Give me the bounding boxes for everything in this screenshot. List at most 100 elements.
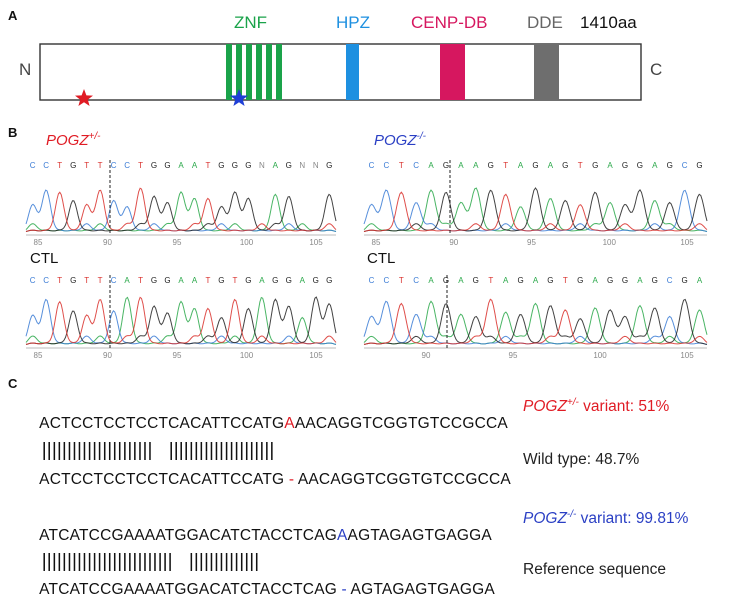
tick-label: 95	[173, 238, 182, 247]
bars1-right: |||||||||||||||||||||	[168, 440, 275, 461]
trace-line	[363, 298, 708, 345]
base-call: G	[164, 276, 170, 285]
base-call: C	[43, 161, 49, 170]
hpz-domain	[346, 44, 359, 100]
base-call: N	[313, 161, 319, 170]
tick-label: 100	[240, 238, 254, 247]
base-call: A	[124, 276, 130, 285]
base-call: T	[503, 161, 508, 170]
base-call: C	[43, 276, 49, 285]
base-call: G	[517, 276, 523, 285]
base-call: G	[488, 161, 494, 170]
base-call: C	[413, 161, 419, 170]
base-call: G	[232, 161, 238, 170]
base-call: A	[192, 161, 198, 170]
homozygous-genotype: -/-	[416, 131, 426, 142]
base-call: A	[300, 276, 306, 285]
znf-domain	[226, 44, 282, 100]
base-call: G	[326, 276, 332, 285]
trace-line	[363, 189, 708, 232]
base-call: A	[259, 276, 265, 285]
base-call: N	[299, 161, 305, 170]
panel-b-label: B	[8, 125, 18, 140]
base-call: T	[98, 161, 103, 170]
tick-label: 95	[509, 351, 518, 360]
cenp-db-domain-label: CENP-DB	[411, 13, 488, 32]
tick-label: 105	[309, 238, 323, 247]
trace-line	[25, 296, 337, 345]
dde-domain-label: DDE	[527, 13, 563, 32]
base-call: G	[286, 161, 292, 170]
base-call: C	[30, 161, 36, 170]
trace-line	[363, 191, 708, 232]
base-call: A	[458, 276, 464, 285]
base-call: G	[681, 276, 687, 285]
tick-label: 100	[603, 238, 617, 247]
heterozygous-genotype: +/-	[88, 131, 101, 142]
base-call: G	[313, 276, 319, 285]
dde-domain	[534, 44, 559, 100]
base-call: T	[206, 276, 211, 285]
base-call: T	[206, 161, 211, 170]
base-call: T	[98, 276, 103, 285]
base-call: T	[563, 276, 568, 285]
tick-label: 85	[34, 238, 43, 247]
het-variant-genotype: +/-	[566, 397, 579, 408]
c-terminus-label: C	[650, 60, 663, 79]
base-call: G	[577, 276, 583, 285]
base-call: T	[399, 161, 404, 170]
base-call: C	[384, 276, 390, 285]
wt1-prefix: ACTCCTCCTCCTCACATTCCATG	[39, 471, 285, 488]
red-star-icon	[75, 89, 93, 106]
tick-label: 85	[372, 238, 381, 247]
base-call: A	[428, 161, 434, 170]
base-call: G	[218, 276, 224, 285]
base-call: G	[637, 161, 643, 170]
base-call: C	[667, 276, 673, 285]
heterozygous-variant-note: POGZ+/- variant: 51%	[523, 397, 669, 416]
wildtype-sequence-1: ACTCCTCCTCCTCACATTCCATG - AACAGGTCGGTGTC…	[31, 453, 511, 489]
variant-sequence-2: ATCATCCGAAAATGGACATCTACCTCAGAAGTAGAGTGAG…	[31, 509, 492, 545]
base-call: T	[399, 276, 404, 285]
trace-line	[25, 296, 337, 345]
base-call: A	[518, 161, 524, 170]
protein-diagram	[39, 43, 642, 106]
cenp-db-domain	[440, 44, 465, 100]
base-call: C	[30, 276, 36, 285]
heterozygous-title: POGZ+/-	[46, 131, 100, 149]
het-variant-text: variant: 51%	[578, 398, 670, 416]
base-call: A	[178, 276, 184, 285]
tick-label: 90	[103, 238, 112, 247]
reference-note: Reference sequence	[523, 561, 667, 578]
base-call: G	[245, 161, 251, 170]
base-call: G	[696, 161, 702, 170]
base-call: G	[70, 161, 76, 170]
base-call: T	[578, 161, 583, 170]
heterozygous-gene: POGZ	[46, 132, 89, 149]
alignment-bars-2: |||||||||||||||||||||||||| |||||||||||||…	[31, 529, 259, 573]
variant-sequence-1: ACTCCTCCTCCTCACATTCCATGAAACAGGTCGGTGTCCG…	[31, 397, 508, 433]
ref2-prefix: ATCATCCGAAAATGGACATCTACCTCAG	[39, 581, 337, 598]
hom-variant-text: variant: 99.81%	[576, 510, 689, 528]
base-call: A	[697, 276, 703, 285]
tick-label: 95	[527, 238, 536, 247]
seq2-prefix: ATCATCCGAAAATGGACATCTACCTCAG	[39, 527, 337, 544]
trace-line	[25, 191, 337, 232]
base-call: G	[245, 276, 251, 285]
base-call: C	[111, 161, 117, 170]
seq1-prefix: ACTCCTCCTCCTCACATTCCATG	[39, 415, 285, 432]
base-call: G	[70, 276, 76, 285]
base-call: A	[503, 276, 509, 285]
base-call: G	[652, 276, 658, 285]
base-call: G	[286, 276, 292, 285]
base-call: G	[151, 276, 157, 285]
ref2-suffix: AGTAGAGTGAGGA	[350, 581, 495, 598]
trace-line	[363, 298, 708, 345]
base-call: A	[637, 276, 643, 285]
base-call: A	[273, 161, 279, 170]
homozygous-title: POGZ-/-	[374, 131, 426, 149]
wt1-gap: -	[288, 471, 295, 488]
